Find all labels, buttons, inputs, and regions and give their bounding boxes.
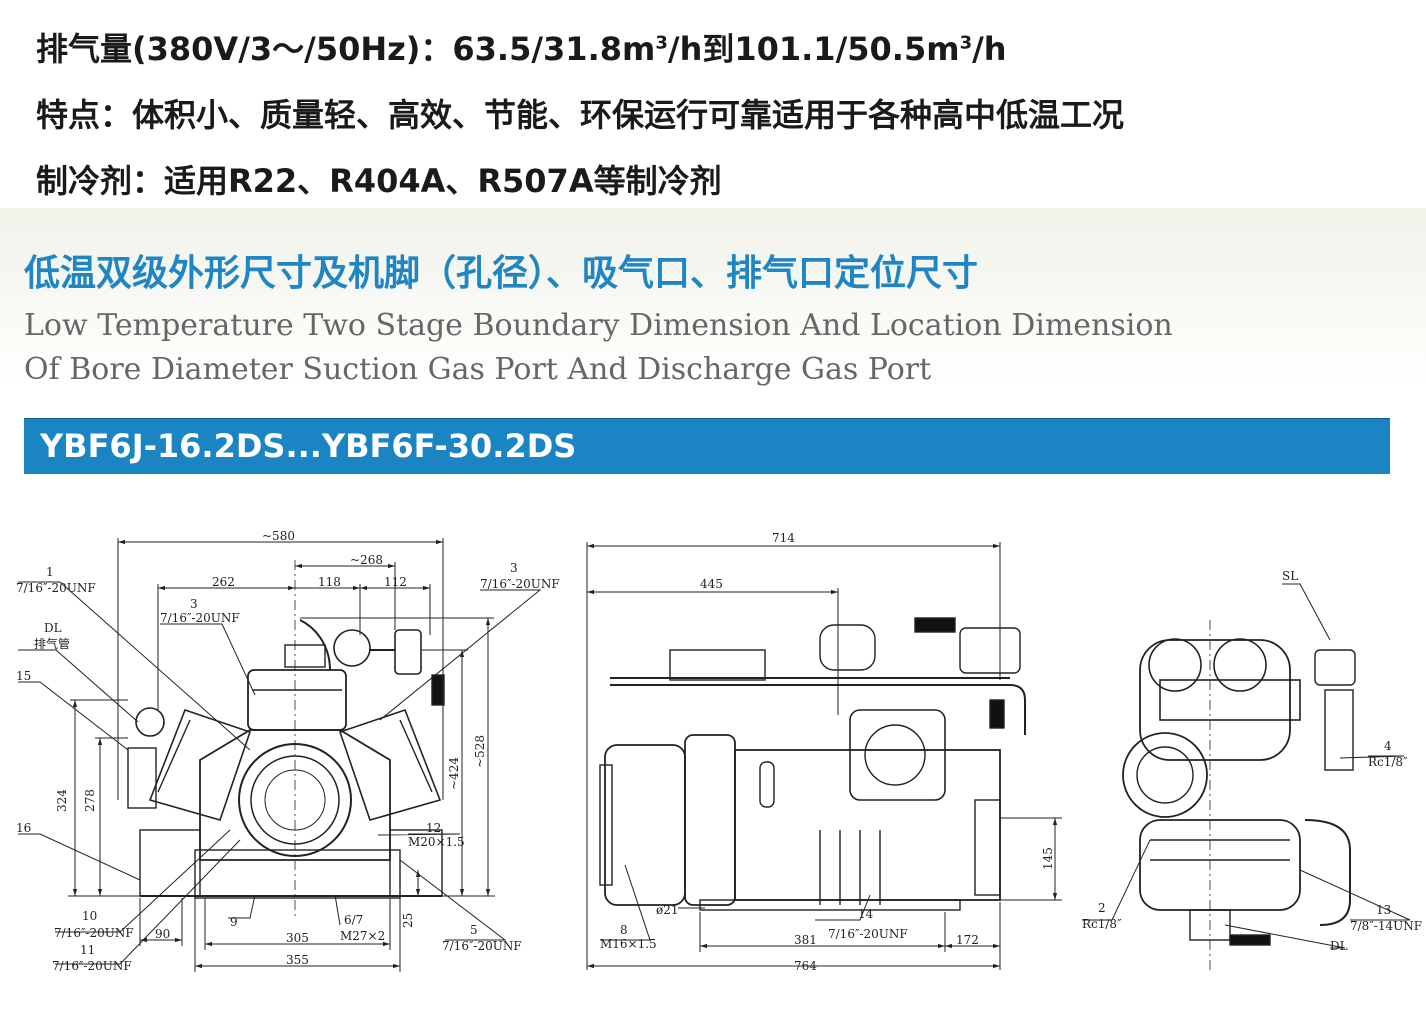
callout-3a-num: 3: [190, 597, 198, 611]
callout-2-spec: Rc1/8″: [1082, 917, 1122, 931]
side-view-labels: 714 445 145 ø21 381 172 764 8 M16×1.5 14…: [600, 531, 1055, 973]
callout-16: 16: [16, 821, 31, 835]
callout-11-num: 11: [80, 943, 95, 957]
end-view: [1122, 620, 1356, 970]
dim-355: 355: [286, 953, 309, 967]
dim-112: 112: [384, 575, 407, 589]
dim-172: 172: [956, 933, 979, 947]
spec-displacement-part1: 排气量(380V/3～/50Hz)：63.5/31.8m: [36, 30, 656, 68]
callout-12-num: 12: [426, 821, 441, 835]
callout-3a-spec: 7/16″-20UNF: [160, 611, 240, 625]
callout-1-num: 1: [46, 565, 54, 579]
callout-sl: SL: [1282, 569, 1298, 583]
callout-3b-num: 3: [510, 561, 518, 575]
callout-1-spec: 7/16″-20UNF: [16, 581, 96, 595]
callout-4-spec: Rc1/8″: [1368, 755, 1408, 769]
dim-381: 381: [794, 933, 817, 947]
front-view-labels: ~580 ~268 262 118 112 324 278 ~424 ~528 …: [16, 529, 560, 973]
spec-displacement-part2: /h到101.1/50.5m: [667, 30, 960, 68]
dim-305: 305: [286, 931, 309, 945]
dim-118: 118: [318, 575, 341, 589]
callout-10-spec: 7/16″-20UNF: [54, 926, 134, 940]
side-view: [599, 617, 1026, 911]
dim-25: 25: [401, 913, 415, 928]
dim-90: 90: [155, 927, 170, 941]
end-view-labels: SL 4 Rc1/8″ 2 Rc1/8″ 13 7/8″-14UNF DL: [1082, 569, 1422, 953]
superscript-3: 3: [655, 32, 668, 54]
callout-3b-spec: 7/16″-20UNF: [480, 577, 560, 591]
callout-4-num: 4: [1384, 739, 1392, 753]
spec-displacement: 排气量(380V/3～/50Hz)：63.5/31.8m3/h到101.1/50…: [36, 24, 1007, 70]
callout-67-num: 6/7: [344, 913, 363, 927]
callout-67-spec: M27×2: [340, 929, 385, 943]
callout-5-spec: 7/16″-20UNF: [442, 939, 522, 953]
dim-262: 262: [212, 575, 235, 589]
callout-14-num: 14: [858, 907, 874, 921]
dim-528: ~528: [473, 735, 487, 768]
superscript-3: 3: [959, 32, 973, 54]
spec-displacement-part3: /h: [972, 30, 1007, 68]
callout-2-num: 2: [1098, 901, 1106, 915]
callout-dl-end: DL: [1330, 939, 1348, 953]
callout-8-spec: M16×1.5: [600, 937, 657, 951]
callout-14-spec: 7/16″-20UNF: [828, 927, 908, 941]
dim-714: 714: [772, 531, 795, 545]
callout-dl-num: DL: [44, 621, 62, 635]
callout-11-spec: 7/16″-20UNF: [52, 959, 132, 973]
chinese-title: 低温双级外形尺寸及机脚（孔径）、吸气口、排气口定位尺寸: [24, 252, 979, 294]
dim-268: ~268: [350, 553, 383, 567]
title-band: [0, 208, 1426, 388]
dim-21: ø21: [656, 903, 679, 917]
callout-dl-cn: 排气管: [34, 636, 70, 651]
dim-424: ~424: [447, 757, 461, 790]
dim-445: 445: [700, 577, 723, 591]
spec-features: 特点：体积小、质量轻、高效、节能、环保运行可靠适用于各种高中低温工况: [36, 96, 1125, 134]
english-title-line2: Of Bore Diameter Suction Gas Port And Di…: [24, 352, 932, 387]
callout-12-spec: M20×1.5: [408, 835, 465, 849]
callout-10-num: 10: [82, 909, 97, 923]
spec-refrigerant: 制冷剂：适用R22、R404A、R507A等制冷剂: [36, 162, 722, 200]
dim-764: 764: [794, 959, 817, 973]
technical-drawings: ~580 ~268 262 118 112 324 278 ~424 ~528 …: [16, 529, 1422, 973]
model-label: YBF6J-16.2DS...YBF6F-30.2DS: [40, 427, 577, 465]
model-bar: YBF6J-16.2DS...YBF6F-30.2DS: [24, 418, 1390, 474]
callout-15: 15: [16, 669, 31, 683]
callout-13-num: 13: [1376, 903, 1391, 917]
dim-324: 324: [55, 789, 69, 812]
english-title-line1: Low Temperature Two Stage Boundary Dimen…: [24, 308, 1173, 343]
callout-8-num: 8: [620, 923, 628, 937]
callout-13-spec: 7/8″-14UNF: [1350, 919, 1422, 933]
front-view: [127, 560, 445, 920]
dim-145: 145: [1041, 847, 1055, 870]
dim-580: ~580: [262, 529, 295, 543]
callout-9: 9: [230, 915, 238, 929]
dim-278: 278: [83, 789, 97, 812]
callout-5-num: 5: [470, 923, 478, 937]
